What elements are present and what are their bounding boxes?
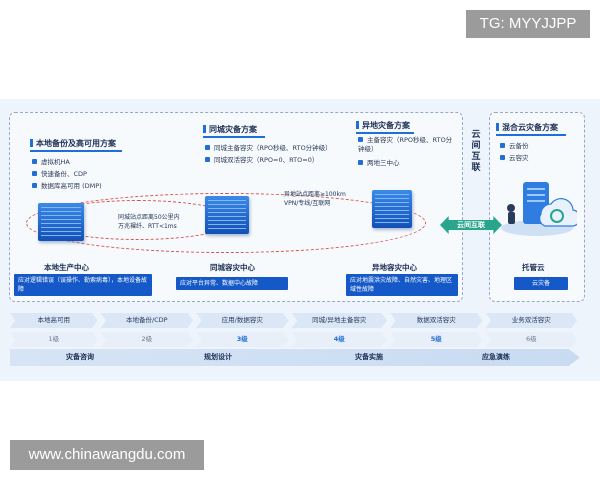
remote-server-icon <box>372 190 412 228</box>
cloud-illustration-icon <box>501 182 577 236</box>
level-name: 本地备份/CDP <box>100 313 194 328</box>
cloud-desc: 云灾备 <box>514 277 568 290</box>
level-name: 应用/数据容灾 <box>196 313 289 328</box>
same-city-item: 同城主备容灾（RPO秒级、RTO分钟级） <box>205 142 332 154</box>
same-city-title: 同城灾备方案 <box>203 124 257 135</box>
local-item: 数据库高可用 (DMP) <box>32 180 102 192</box>
same-city-note-line: 同城站点距离50公里内 <box>118 214 180 221</box>
cloud-item: 云容灾 <box>500 152 529 164</box>
remote-note: 异地站点距离≥100km VPN/专线/互联网 <box>284 190 346 208</box>
cloud-interconnect-vertical: 云 间 互 联 <box>466 130 486 174</box>
local-title: 本地备份及高可用方案 <box>30 138 116 149</box>
level-number: 5级 <box>390 332 483 347</box>
level-number: 3级 <box>196 332 289 347</box>
remote-desc: 应对地震洪灾故障、自然灾害、地理区域性故障 <box>346 274 458 296</box>
stage-item: 灾备咨询 <box>66 353 94 361</box>
same-city-item: 同城双活容灾（RPO=0、RTO=0） <box>205 154 332 166</box>
local-server-icon <box>38 203 84 241</box>
local-title-underline <box>30 150 122 152</box>
same-city-server-icon <box>205 196 249 234</box>
remote-title: 异地灾备方案 <box>356 120 410 131</box>
local-center-label: 本地生产中心 <box>44 263 89 272</box>
cloud-center-label: 托管云 <box>522 263 545 272</box>
level-numbers-row: 1级 2级 3级 4级 5级 6级 <box>10 332 580 347</box>
cloud-interconnect-arrow: 云间互联 <box>440 216 502 234</box>
level-names-row: 本地高可用 本地备份/CDP 应用/数据容灾 同城/异地主备容灾 数据双活容灾 … <box>10 313 580 328</box>
vertical-char: 间 <box>471 141 481 151</box>
level-name: 业务双活容灾 <box>485 313 578 328</box>
same-city-note: 同城站点距离50公里内 万兆裸纤、RTT<1ms <box>118 213 180 231</box>
same-city-desc: 应对平台异常、数据中心故障 <box>176 277 288 290</box>
remote-note-line: 异地站点距离≥100km <box>284 191 346 198</box>
remote-note-line: VPN/专线/互联网 <box>284 200 331 207</box>
local-item: 快速备份、CDP <box>32 168 102 180</box>
vertical-char: 联 <box>471 163 481 173</box>
stage-item: 灾备实施 <box>355 353 383 361</box>
remote-title-underline <box>356 132 414 134</box>
cloud-title-underline <box>496 134 566 136</box>
vertical-char: 互 <box>471 152 481 162</box>
cloud-item: 云备份 <box>500 140 529 152</box>
level-name: 本地高可用 <box>10 313 98 328</box>
level-name: 数据双活容灾 <box>390 313 483 328</box>
vertical-char: 云 <box>471 130 481 140</box>
same-city-note-line: 万兆裸纤、RTT<1ms <box>118 223 177 230</box>
local-item: 虚拟机HA <box>32 156 102 168</box>
cloud-items: 云备份 云容灾 <box>500 140 529 164</box>
level-name: 同城/异地主备容灾 <box>291 313 388 328</box>
remote-item: 两地三中心 <box>358 157 458 169</box>
stage-item: 规划设计 <box>204 353 232 361</box>
level-number: 2级 <box>100 332 194 347</box>
stages-arrow: 灾备咨询 规划设计 灾备实施 应急演练 <box>10 349 580 366</box>
link-ellipse-remote <box>26 193 426 253</box>
remote-center-label: 异地容灾中心 <box>372 263 417 272</box>
level-number: 6级 <box>485 332 578 347</box>
same-city-title-underline <box>203 136 265 138</box>
cloud-title: 混合云灾备方案 <box>496 122 558 133</box>
local-items: 虚拟机HA 快速备份、CDP 数据库高可用 (DMP) <box>32 156 102 192</box>
same-city-center-label: 同城容灾中心 <box>210 263 255 272</box>
level-number: 4级 <box>291 332 388 347</box>
watermark-bottom: www.chinawangdu.com <box>10 440 204 470</box>
local-desc: 应对逻辑错误（误操作、勒索病毒），本地设备故障 <box>14 274 152 296</box>
remote-item: 主备容灾（RPO秒级、RTO分钟级） <box>358 136 458 154</box>
stage-item: 应急演练 <box>482 353 510 361</box>
level-number: 1级 <box>10 332 98 347</box>
remote-items: 主备容灾（RPO秒级、RTO分钟级） 两地三中心 <box>358 136 458 169</box>
watermark-top: TG: MYYJJPP <box>466 10 590 38</box>
same-city-items: 同城主备容灾（RPO秒级、RTO分钟级） 同城双活容灾（RPO=0、RTO=0） <box>205 142 332 166</box>
